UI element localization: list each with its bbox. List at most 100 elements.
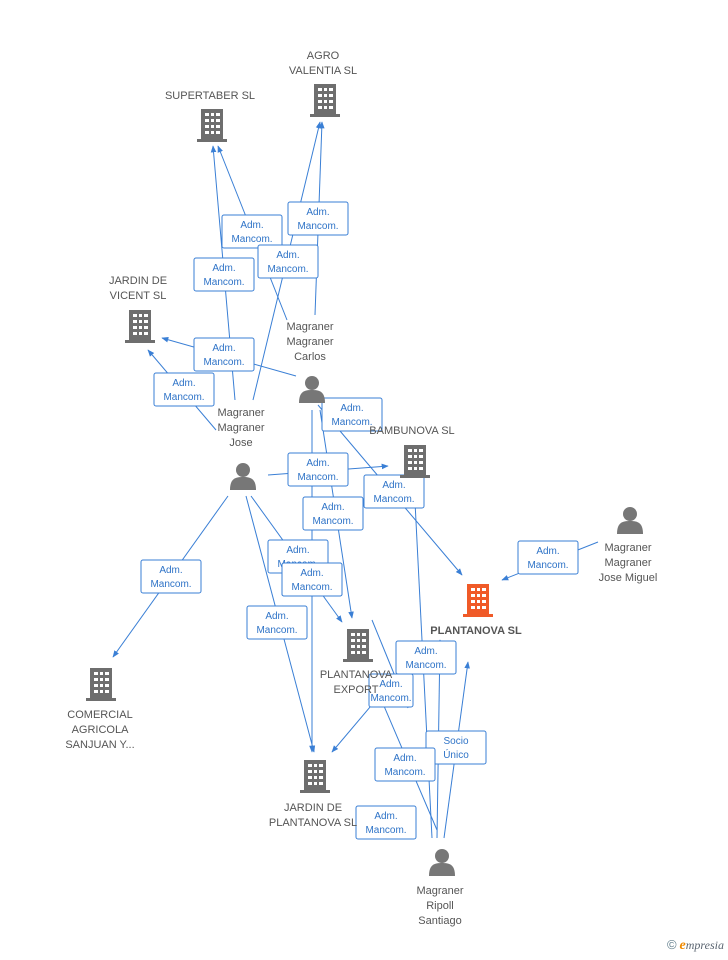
edge-label-box [363, 474, 425, 509]
edge-label-text: Mancom. [527, 560, 568, 571]
empresia-logo[interactable]: © empresia [667, 937, 724, 954]
edge-role-label[interactable]: Adm.Mancom. [363, 474, 425, 509]
edge-role-label[interactable]: Adm. Mancom. [281, 562, 343, 597]
edge-role-label[interactable]: Adm.Mancom. [246, 605, 308, 640]
person-icon [429, 849, 455, 876]
edge-label-box [246, 605, 308, 640]
edge-label-text: Adm. [321, 502, 344, 513]
person-icon [299, 376, 325, 403]
edge-label-text: Adm. [212, 343, 235, 354]
company-label-line: COMERCIAL [67, 709, 132, 721]
edge-label-text: Mancom. [256, 625, 297, 636]
company-label-line: JARDIN DE [109, 275, 167, 287]
edge-label-text: Adm. [276, 250, 299, 261]
company-node-bambunova[interactable]: BAMBUNOVA SL [369, 425, 455, 478]
edge-role-label[interactable]: Adm. Mancom. [140, 559, 202, 594]
person-label-line: Magraner [286, 336, 333, 348]
edge-label-text: Adm. [306, 458, 329, 469]
building-icon [400, 445, 430, 478]
edge-role-label[interactable]: Adm. Mancom. [302, 496, 364, 531]
edge-label-box [287, 452, 349, 487]
company-node-jardin-vicent[interactable]: JARDIN DE VICENT SL [109, 275, 167, 343]
edge-label-box [395, 640, 457, 675]
edge-role-label[interactable]: Adm.Mancom. [355, 805, 417, 840]
edge-role-label[interactable]: Adm.Mancom. [153, 372, 215, 407]
edge-label-text: Mancom. [373, 494, 414, 505]
edge-label-layer: Adm. Mancom. Adm. Mancom. Adm. Mancom. Adm. Man… [140, 201, 579, 840]
person-node-jose[interactable]: Magraner Magraner Jose [217, 407, 265, 490]
company-node-agro-valentia[interactable]: AGRO VALENTIA SL [289, 50, 357, 117]
edge-label-text: Mancom. [312, 516, 353, 527]
edge-label-text: Adm. [536, 546, 559, 557]
edge-role-label[interactable]: Adm. Mancom. [368, 673, 414, 708]
person-label-line: Magraner [604, 542, 651, 554]
edge-role-label[interactable]: Adm.Mancom. [193, 257, 255, 292]
edge-label-box [140, 559, 202, 594]
edge-label-text: Adm. [159, 565, 182, 576]
edge-label-text: Adm. [379, 679, 402, 690]
edge-label-box [374, 747, 436, 782]
edge-role-label[interactable]: Adm.Mancom. [321, 397, 383, 432]
company-label-line: JARDIN DE [284, 802, 342, 814]
edge-label-text: Adm. [300, 568, 323, 579]
company-node-plantanova-export[interactable]: PLANTANOVA EXPORT [320, 629, 393, 696]
edge-label-text: Mancom. [297, 221, 338, 232]
person-label-line: Magraner [286, 321, 333, 333]
company-node-supertaber[interactable]: SUPERTABER SL [165, 90, 255, 142]
person-node-jose-miguel[interactable]: Magraner Magraner Jose Miguel [599, 507, 658, 584]
edge-label-text: Adm. [374, 811, 397, 822]
building-icon [125, 310, 155, 343]
edge-role-label[interactable]: Adm.Mancom. [374, 747, 436, 782]
company-label-line: PLANTANOVA SL [430, 625, 522, 637]
company-label-line: PLANTANOVA [320, 669, 393, 681]
company-label-line: AGRO [307, 50, 340, 62]
edge-role-label[interactable]: Adm.Mancom. [395, 640, 457, 675]
company-node-jardin-plantanova[interactable]: JARDIN DE PLANTANOVA SL [269, 760, 357, 829]
edge-role-label[interactable]: Adm. Mancom. [221, 214, 283, 249]
edge-label-text: Adm. [414, 646, 437, 657]
building-icon [300, 760, 330, 793]
company-node-comercial-agricola[interactable]: COMERCIAL AGRICOLA SANJUAN Y... [65, 668, 135, 751]
person-label-line: Santiago [418, 915, 461, 927]
person-node-santiago[interactable]: Magraner Ripoll Santiago [416, 849, 464, 927]
edge-label-box [321, 397, 383, 432]
edge-role-label[interactable]: Adm. Mancom. [287, 452, 349, 487]
edge-label-text: Mancom. [150, 579, 191, 590]
person-label-line: Jose [229, 437, 252, 449]
edge-label-text: Único [443, 748, 469, 761]
person-node-carlos[interactable]: Magraner Magraner Carlos [286, 321, 334, 403]
edge-role-label[interactable]: Adm.Mancom. [257, 244, 319, 279]
person-icon [617, 507, 643, 534]
edge-label-text: Adm. [306, 207, 329, 218]
person-label-line: Magraner [217, 407, 264, 419]
copyright-symbol: © [666, 937, 677, 952]
edge-label-text: Mancom. [203, 277, 244, 288]
edge-label-box [221, 214, 283, 249]
building-icon [86, 668, 116, 701]
building-icon [310, 84, 340, 117]
person-icon [230, 463, 256, 490]
edge-label-text: Adm. [240, 220, 263, 231]
edge-label-box [193, 337, 255, 372]
edge-label-text: Mancom. [370, 693, 411, 704]
company-node-plantanova[interactable]: PLANTANOVA SL [430, 584, 522, 637]
edge-label-box [153, 372, 215, 407]
edge-label-text: Mancom. [291, 582, 332, 593]
edge-label-text: Mancom. [231, 234, 272, 245]
company-label-line: VALENTIA SL [289, 65, 357, 77]
building-icon [343, 629, 373, 662]
edge-role-label[interactable]: Adm. Mancom. [517, 540, 579, 575]
company-label-line: PLANTANOVA SL [269, 817, 357, 829]
edge-label-box [281, 562, 343, 597]
company-label-line: EXPORT [333, 684, 378, 696]
edge-label-text: Adm. [172, 378, 195, 389]
edge-role-label[interactable]: Adm. Mancom. [287, 201, 349, 236]
person-label-line: Magraner [416, 885, 463, 897]
edge-role-label[interactable]: Adm. Mancom. [193, 337, 255, 372]
edge-label-text: Adm. [393, 753, 416, 764]
edge-label-box [302, 496, 364, 531]
edge-label-text: Mancom. [203, 357, 244, 368]
company-label-line: VICENT SL [110, 290, 167, 302]
edge-label-text: Mancom. [297, 472, 338, 483]
